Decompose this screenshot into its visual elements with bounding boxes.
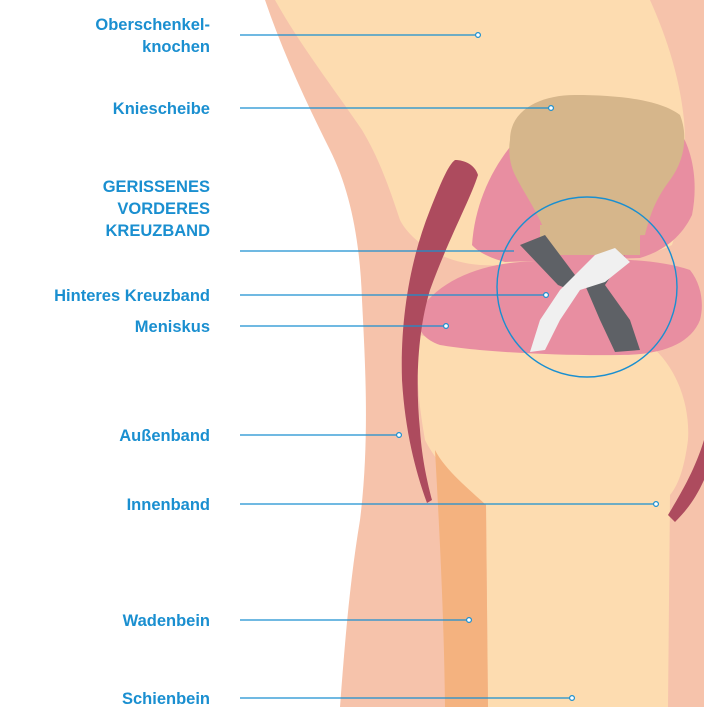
label-pcl: Hinteres Kreuzband (54, 285, 210, 307)
label-femur-line-1: Oberschenkel- (95, 14, 210, 36)
label-lateral-ligament: Außenband (119, 425, 210, 447)
label-femur-line-2: knochen (95, 36, 210, 58)
label-mcl-text: Innenband (127, 494, 210, 516)
label-patella-text: Kniescheibe (113, 98, 210, 120)
label-acl-line-2: VORDERES (103, 198, 210, 220)
label-meniscus: Meniskus (135, 316, 210, 338)
label-lcl-text: Außenband (119, 425, 210, 447)
label-pcl-text: Hinteres Kreuzband (54, 285, 210, 307)
label-medial-ligament: Innenband (127, 494, 210, 516)
label-meniscus-text: Meniskus (135, 316, 210, 338)
label-fibula-text: Wadenbein (123, 610, 210, 632)
label-acl-line-1: GERISSENES (103, 176, 210, 198)
label-femur: Oberschenkel- knochen (95, 14, 210, 58)
label-acl-line-3: KREUZBAND (103, 220, 210, 242)
label-fibula: Wadenbein (123, 610, 210, 632)
label-patella: Kniescheibe (113, 98, 210, 120)
label-torn-acl: GERISSENES VORDERES KREUZBAND (103, 176, 210, 242)
